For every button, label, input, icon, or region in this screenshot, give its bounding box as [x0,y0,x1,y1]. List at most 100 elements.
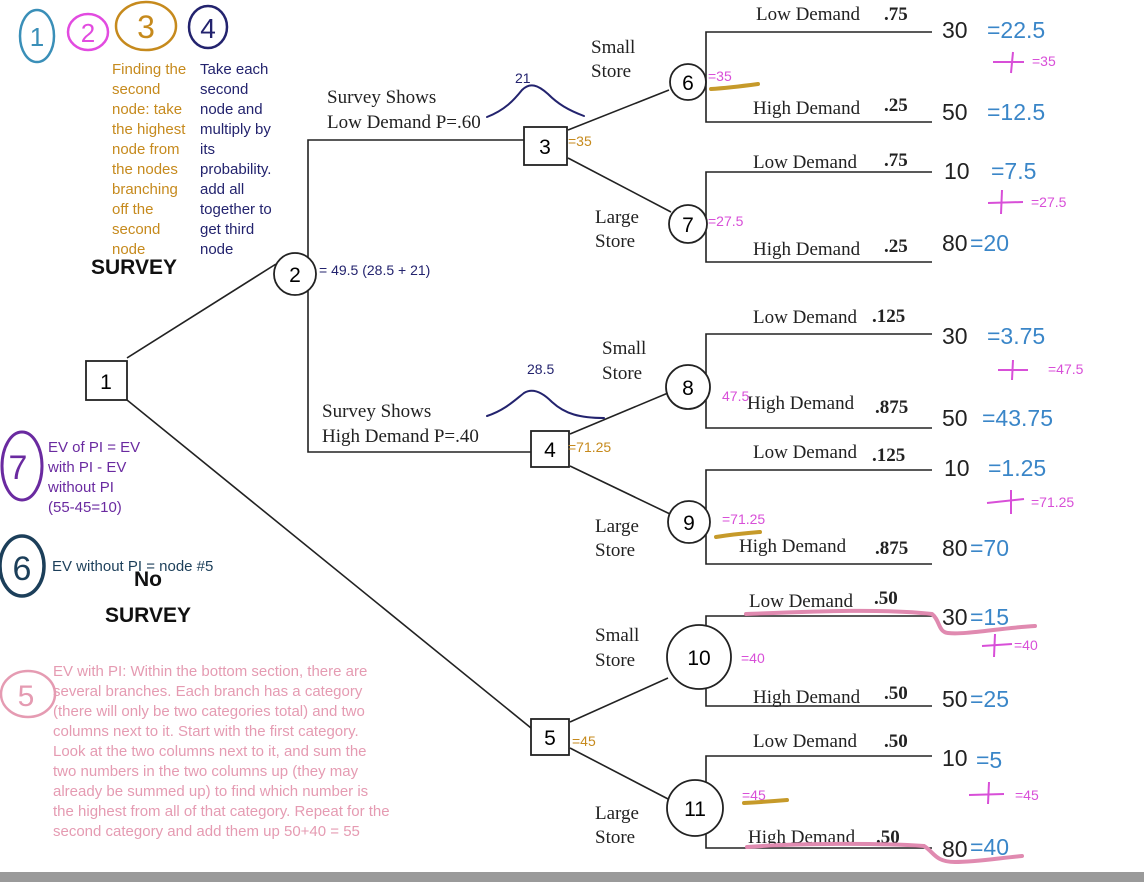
arc-value-low: 21 [515,70,531,86]
decision-node-1: 1 [85,360,128,401]
sum-value: =35 [1032,53,1056,69]
payoff-value: 80 [942,230,968,256]
store-label: Store [595,827,635,848]
branch-label: Low Demand [753,731,857,752]
tree-nodes: 1 2 3 4 5 6 7 8 [85,63,732,837]
pink-sums: =35 =27.5 =47.5 =71.25 =40 =45 [968,51,1084,805]
branch-prob: .125 [872,306,905,327]
note-line: several branches. Each branch has a cate… [53,683,363,700]
note-line: node and [200,101,263,118]
bottom-scrollbar[interactable] [0,872,1144,882]
store-label: Store [595,231,635,252]
note-line: node: take [112,101,182,118]
payoff-value: 10 [942,745,968,771]
svg-text:3: 3 [137,9,155,45]
note-line: together to [200,201,272,218]
svg-text:5: 5 [18,680,35,713]
hand-drawn-marks [486,82,1037,865]
arc-mark-low [486,84,585,118]
note-line: add all [200,181,244,198]
step-6-note: EV without PI = node #5 [52,558,213,575]
branch-labels: Survey Shows Low Demand P=.60 Survey Sho… [322,4,908,848]
store-label: Store [595,540,635,561]
branch-label: High Demand [747,393,855,414]
survey-labels: SURVEY No SURVEY [91,256,191,627]
no-survey-title-line1: No [134,568,162,591]
chance-node-6: 6 [669,63,707,101]
node-7-value: =27.5 [708,213,744,229]
payoff-value: 10 [944,158,970,184]
step-markers: 1 2 3 4 7 6 5 [0,0,229,719]
small-store-label: Small [595,625,639,646]
note-line: branching [112,181,178,198]
branch-label: Low Demand [749,591,853,612]
note-line: off the [112,201,153,218]
branch-prob: .875 [875,538,908,559]
payoff-value: 30 [942,17,968,43]
note-line: its [200,141,215,158]
branch-label: High Demand [753,239,861,260]
payoff-value: 30 [942,604,968,630]
svg-text:9: 9 [683,512,695,535]
chance-node-8: 8 [665,364,711,410]
store-label: Store [595,650,635,671]
note-line: second [200,81,248,98]
note-line: probability. [200,161,271,178]
svg-text:5: 5 [544,727,556,750]
note-line: second category and add them up 50+40 = … [53,823,360,840]
note-line: Finding the [112,61,186,78]
branch-label: High Demand [753,98,861,119]
plus-icon [981,633,1013,658]
survey-title: SURVEY [91,256,177,279]
branch-prob: .875 [875,397,908,418]
step-7-marker: 7 [0,430,44,502]
decision-node-4: 4 [530,430,570,468]
sum-value: =47.5 [1048,361,1084,377]
large-store-label: Large [595,803,639,824]
note-line: (there will only be two categories total… [53,703,365,720]
branch-label: Low Demand [753,307,857,328]
payoff-ev: =70 [970,535,1009,561]
sum-value: =40 [1014,637,1038,653]
node-2-value: = 49.5 (28.5 + 21) [319,262,430,278]
chance-node-2: 2 [273,252,317,296]
chance-node-11: 11 [666,779,724,837]
branch-prob: .25 [884,95,908,116]
payoff-ev: =7.5 [991,158,1036,184]
payoff-value: 80 [942,535,968,561]
note-line: node [112,241,145,258]
note-line: multiply by [200,121,271,138]
large-store-label: Large [595,207,639,228]
branch-prob: .25 [884,236,908,257]
plus-icon [993,51,1024,74]
payoff-ev: =40 [970,834,1009,860]
step-2-marker: 2 [66,12,110,52]
svg-text:7: 7 [682,214,694,237]
payoff-value: 50 [942,686,968,712]
step-4-note: Take each second node and multiply by it… [200,61,272,258]
branch-prob: .75 [884,150,908,171]
note-line: EV of PI = EV [48,439,140,456]
survey-low-label-2: Low Demand P=.60 [327,112,481,133]
svg-text:8: 8 [682,377,694,400]
step-5-note: EV with PI: Within the bottom section, t… [53,663,390,840]
branch-prob: .50 [874,588,898,609]
node-10-value: =40 [741,650,765,666]
svg-text:3: 3 [539,136,551,159]
step-1-marker: 1 [18,8,56,64]
survey-low-label-1: Survey Shows [327,87,436,108]
node-8-value: 47.5 [722,388,749,404]
payoff-ev: =3.75 [987,323,1045,349]
note-line: the nodes [112,161,178,178]
step-4-marker: 4 [187,4,229,50]
sum-value: =71.25 [1031,494,1074,510]
step-7-note: EV of PI = EV with PI - EV without PI (5… [47,439,140,516]
tree-lines [126,31,932,849]
branch-label: Low Demand [753,152,857,173]
svg-text:1: 1 [100,371,112,394]
svg-text:2: 2 [81,18,95,48]
branch-label: High Demand [753,687,861,708]
small-store-label: Small [602,338,646,359]
store-label: Store [602,363,642,384]
